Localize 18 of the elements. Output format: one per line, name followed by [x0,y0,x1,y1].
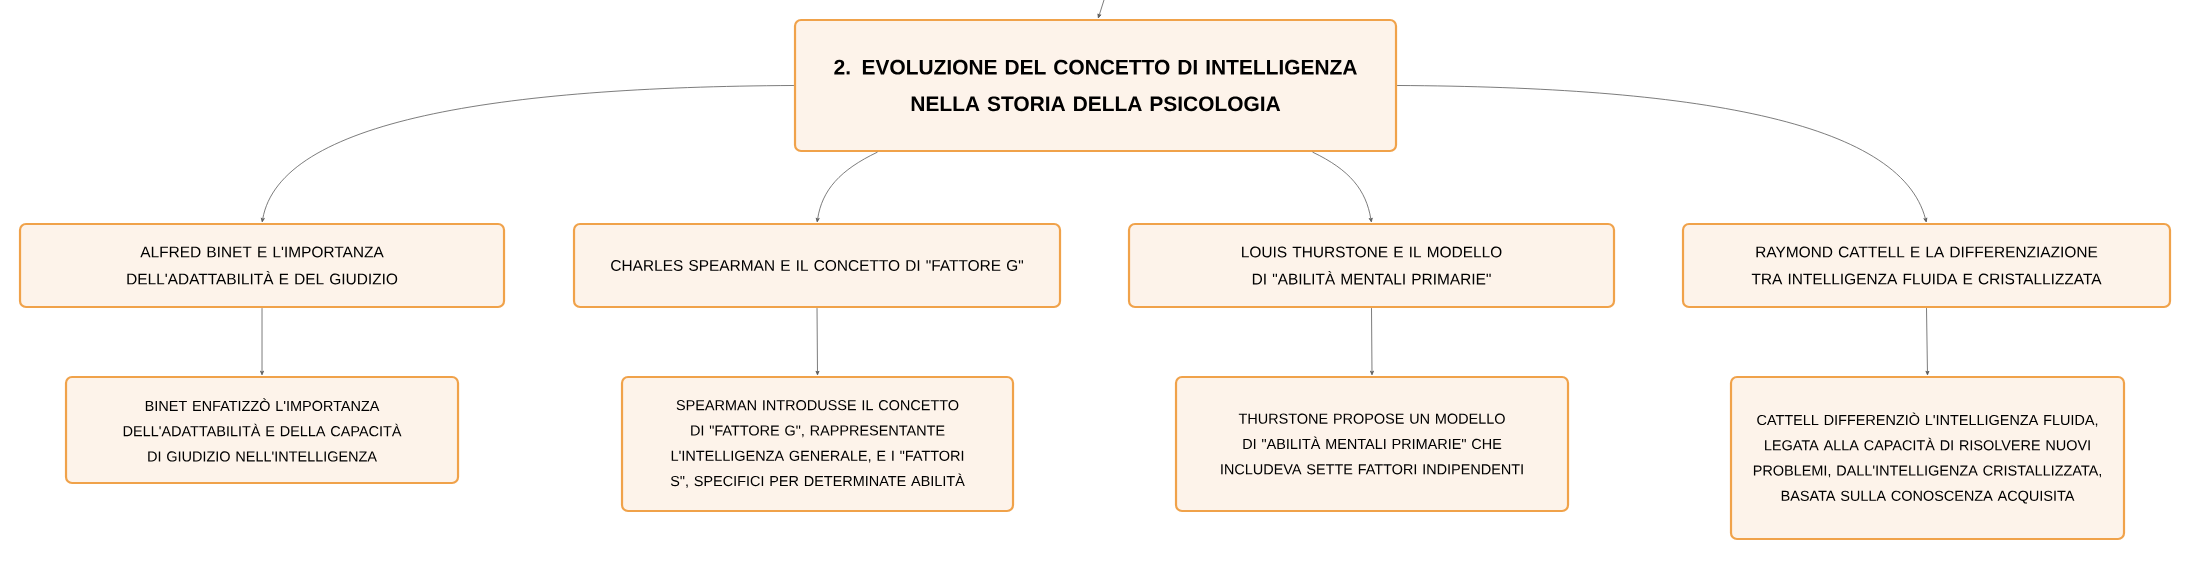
subtopic-box: LOUIS THURSTONE E IL MODELLO DI "ABILITÀ MENTALI PRIMARIE" [1127,222,1616,309]
subtopic-box: ALFRED BINET E L'IMPORTANZA DELL'ADATTABILITÀ E DEL GIUDIZIO [18,222,506,309]
subtopic-box: RAYMOND CATTELL E LA DIFFERENZIAZIONE TRA INTELLIGENZA FLUIDA E CRISTALLIZZATA [1681,222,2172,309]
connector [1312,151,1373,223]
subtopic-box: CHARLES SPEARMAN E IL CONCETTO DI "FATTORE G" [572,222,1062,309]
connector [1370,307,1374,376]
connector [1925,307,1930,376]
detail-box: CATTELL DIFFERENZIÒ L'INTELLIGENZA FLUIDA, LEGATA ALLA CAPACITÀ DI RISOLVERE NUOVI PROBLEMI, DALL'INTELLIGENZA CRISTALLIZZATA, BASATA SULLA CONOSCENZA ACQUISITA [1729,375,2126,541]
detail-box: SPEARMAN INTRODUSSE IL CONCETTO DI "FATTORE G", RAPPRESENTANTE L'INTELLIGENZA GENERALE, E I "FATTORI S", SPECIFICI PER DETERMINATE ABILITÀ [620,375,1015,513]
detail-box: THURSTONE PROPOSE UN MODELLO DI "ABILITÀ MENTALI PRIMARIE" CHE INCLUDEVA SETTE FATTORI INDIPENDENTI [1174,375,1570,513]
topic-box: 2. EVOLUZIONE DEL CONCETTO DI INTELLIGENZA NELLA STORIA DELLA PSICOLOGIA [793,18,1398,153]
connector [815,151,878,223]
connector [260,307,264,376]
connector [815,307,820,376]
connector [260,85,795,223]
detail-box: BINET ENFATIZZÒ L'IMPORTANZA DELL'ADATTABILITÀ E DELLA CAPACITÀ DI GIUDIZIO NELL'INTELLIGENZA [64,375,460,485]
connector [1396,85,1928,223]
connector [1097,0,1105,19]
